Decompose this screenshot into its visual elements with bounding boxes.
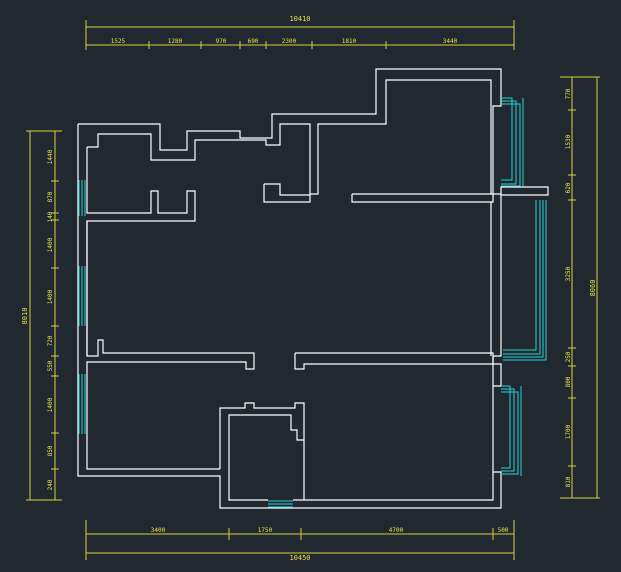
left-segment-label: 1400 <box>47 397 54 412</box>
right-segment-ticks <box>560 76 600 499</box>
top-dimension-chain: 10410 1525 1280 970 690 2300 1810 3440 <box>85 15 515 50</box>
left-segment-label: 140 <box>47 211 54 222</box>
windows <box>78 97 547 508</box>
bay-window-right-bottom <box>501 385 522 476</box>
right-segment-label: 1530 <box>565 134 572 149</box>
window-left-upper <box>78 180 86 216</box>
right-segment-label: 800 <box>565 376 572 387</box>
left-segment-label: 850 <box>47 445 54 456</box>
window-line <box>501 391 519 475</box>
top-total-label: 10410 <box>289 15 310 23</box>
wall-segment <box>351 193 494 203</box>
left-segment-label: 1400 <box>47 237 54 252</box>
left-segment-label: 1440 <box>47 149 54 164</box>
wall-segment <box>86 147 196 356</box>
left-segment-label: 550 <box>47 360 54 371</box>
window-left-lower <box>78 374 86 434</box>
right-dimension-chain: 770 1530 620 3250 250 800 1700 810 8060 <box>560 76 600 499</box>
right-segment-label: 3250 <box>565 266 572 281</box>
window-left-middle <box>78 266 86 326</box>
top-segment-label: 970 <box>216 38 227 45</box>
window-right-middle <box>503 200 547 361</box>
left-segment-label: 1400 <box>47 289 54 304</box>
bottom-total-label: 10450 <box>289 554 310 562</box>
window-line <box>501 103 521 187</box>
top-segment-label: 3440 <box>443 38 458 45</box>
window-line <box>501 97 513 181</box>
bay-window-right-top <box>501 97 524 187</box>
inner-wall-line <box>87 79 492 195</box>
top-segment-ticks <box>85 41 515 49</box>
left-dimension-chain: 8010 1440 870 140 1400 1400 720 550 1400… <box>21 130 62 501</box>
bottom-segment-label: 1750 <box>258 527 273 534</box>
right-total-label: 8060 <box>589 280 597 297</box>
left-segment-label: 870 <box>47 191 54 202</box>
bottom-dimension-chain: 3400 1750 4700 500 10450 <box>85 520 515 562</box>
right-segment-label: 770 <box>565 88 572 99</box>
top-segment-label: 1525 <box>111 38 126 45</box>
outer-wall-line <box>77 68 549 509</box>
right-segment-label: 250 <box>565 351 572 362</box>
bottom-segment-label: 500 <box>498 527 509 534</box>
window-line <box>503 200 544 358</box>
window-line <box>501 100 517 185</box>
window-line <box>501 385 511 469</box>
top-segment-label: 2300 <box>282 38 297 45</box>
top-segment-label: 690 <box>248 38 259 45</box>
bottom-segment-label: 4700 <box>389 527 404 534</box>
left-segment-ticks <box>51 130 59 501</box>
top-segment-label: 1280 <box>168 38 183 45</box>
window-line <box>501 388 515 472</box>
right-segment-label: 810 <box>565 476 572 487</box>
bottom-segment-label: 3400 <box>151 527 166 534</box>
right-segment-label: 620 <box>565 182 572 193</box>
wall-segment <box>293 472 494 501</box>
wall-segment <box>86 221 255 470</box>
wall-segment <box>263 183 311 203</box>
window-bottom <box>268 500 293 508</box>
wall-segment <box>219 402 305 501</box>
wall-segment <box>294 352 494 370</box>
left-segment-label: 720 <box>47 335 54 346</box>
wall-outlines <box>77 68 549 509</box>
top-segment-label: 1810 <box>342 38 357 45</box>
window-line <box>503 200 537 351</box>
left-segment-label: 240 <box>47 479 54 490</box>
window-line <box>503 200 541 355</box>
left-total-label: 8010 <box>21 308 29 325</box>
right-segment-label: 1700 <box>565 424 572 439</box>
window-line <box>503 200 547 361</box>
